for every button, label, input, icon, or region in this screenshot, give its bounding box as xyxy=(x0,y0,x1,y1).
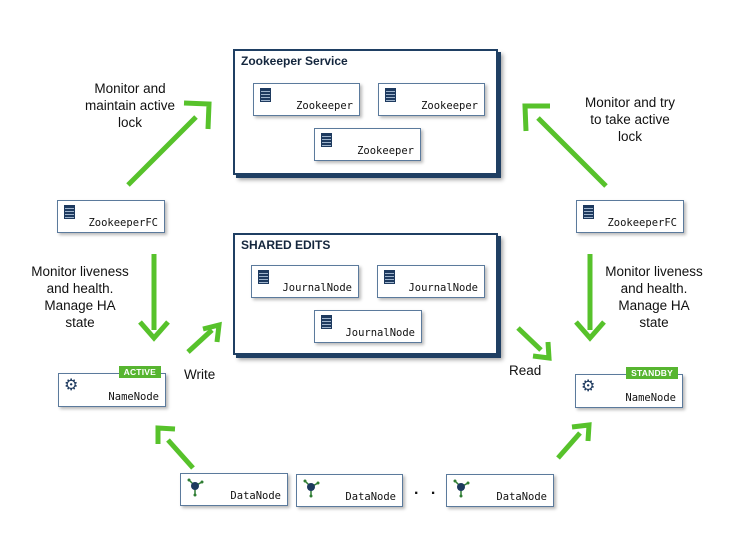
arrow-datanode-to-standby xyxy=(556,431,582,460)
zookeeperfc-label: ZookeeperFC xyxy=(607,217,677,229)
document-icon xyxy=(321,315,332,329)
zookeeperfc-label: ZookeeperFC xyxy=(88,217,158,229)
shared-edits-group: SHARED EDITS JournalNode JournalNode Jou… xyxy=(233,233,498,355)
document-icon xyxy=(258,270,269,284)
datanode-icon xyxy=(453,479,470,498)
arrowhead-active xyxy=(155,425,176,444)
zookeeper-node-label: Zookeeper xyxy=(421,100,478,112)
zookeeper-node[interactable]: Zookeeper xyxy=(314,128,421,161)
read-label: Read xyxy=(509,363,542,378)
namenode-label: NameNode xyxy=(625,392,676,404)
document-icon xyxy=(260,88,271,102)
right-mid-label: Monitor liveness and health. Manage HA s… xyxy=(605,264,703,330)
datanode-ellipsis: . . xyxy=(414,481,440,498)
standby-namenode[interactable]: STANDBY ⚙ NameNode xyxy=(575,367,683,408)
document-icon xyxy=(385,88,396,102)
active-namenode[interactable]: ACTIVE ⚙ NameNode xyxy=(58,366,166,407)
datanode[interactable]: DataNode xyxy=(446,474,554,507)
arrowhead-read xyxy=(532,341,552,361)
right-zookeeperfc[interactable]: ZookeeperFC xyxy=(576,200,684,233)
arrowhead-standby xyxy=(571,422,592,442)
zookeeper-node[interactable]: Zookeeper xyxy=(253,83,360,116)
datanode-icon xyxy=(303,479,320,498)
journalnode-label: JournalNode xyxy=(408,282,478,294)
datanode-label: DataNode xyxy=(230,490,281,502)
zookeeper-service-title: Zookeeper Service xyxy=(241,54,348,68)
arrowhead-write xyxy=(202,321,222,343)
document-icon xyxy=(583,205,594,219)
arrow-left-zkfc-to-zookeeper xyxy=(126,115,198,187)
right-top-label: Monitor and try to take active lock xyxy=(584,95,676,144)
arrow-write xyxy=(186,328,214,354)
zookeeper-node-label: Zookeeper xyxy=(357,145,414,157)
shared-edits-title: SHARED EDITS xyxy=(241,238,331,252)
document-icon xyxy=(321,133,332,147)
gear-icon: ⚙ xyxy=(581,376,596,395)
arrowhead-right-mid xyxy=(574,320,606,342)
gear-icon: ⚙ xyxy=(64,375,79,394)
active-badge: ACTIVE xyxy=(118,366,161,378)
datanode-icon xyxy=(187,478,204,497)
journalnode[interactable]: JournalNode xyxy=(314,310,422,343)
arrowhead-left-mid xyxy=(138,320,170,342)
document-icon xyxy=(64,205,75,219)
document-icon xyxy=(384,270,395,284)
zookeeper-node[interactable]: Zookeeper xyxy=(378,83,485,116)
datanode[interactable]: DataNode xyxy=(296,474,403,507)
journalnode[interactable]: JournalNode xyxy=(377,265,485,298)
write-label: Write xyxy=(184,367,216,382)
arrow-read xyxy=(516,326,543,352)
journalnode-label: JournalNode xyxy=(345,327,415,339)
arrow-right-zkfc-to-zookeeper xyxy=(536,116,608,188)
left-top-label: Monitor and maintain active lock xyxy=(84,81,176,130)
datanode[interactable]: DataNode xyxy=(180,473,288,506)
namenode-label: NameNode xyxy=(108,391,159,403)
zookeeper-node-label: Zookeeper xyxy=(296,100,353,112)
zookeeper-service-group: Zookeeper Service Zookeeper Zookeeper Zo… xyxy=(233,49,498,175)
arrow-datanode-to-active xyxy=(166,438,195,470)
arrowhead-left-top xyxy=(183,100,212,130)
datanode-label: DataNode xyxy=(345,491,396,503)
arrowhead-right-top xyxy=(522,103,550,132)
journalnode[interactable]: JournalNode xyxy=(251,265,359,298)
left-zookeeperfc[interactable]: ZookeeperFC xyxy=(57,200,165,233)
journalnode-label: JournalNode xyxy=(282,282,352,294)
left-mid-label: Monitor liveness and health. Manage HA s… xyxy=(31,264,129,330)
standby-badge: STANDBY xyxy=(626,367,678,379)
datanode-label: DataNode xyxy=(496,491,547,503)
